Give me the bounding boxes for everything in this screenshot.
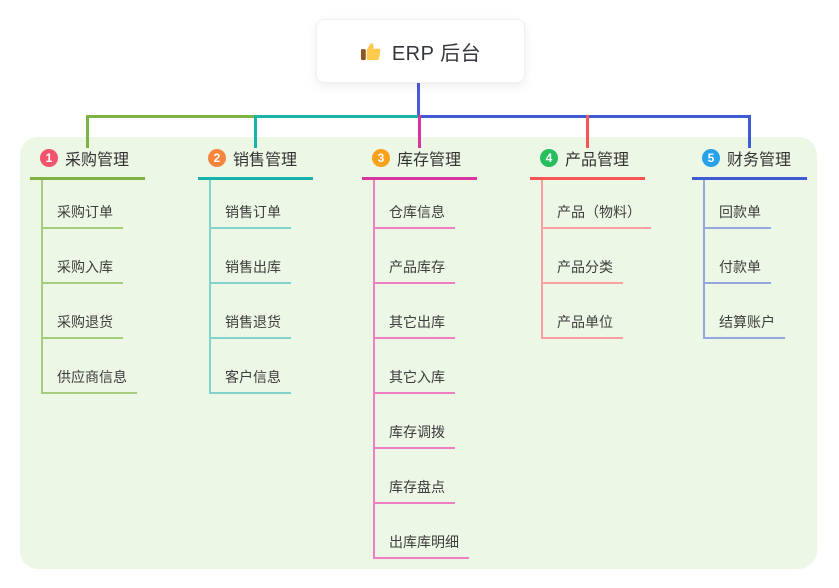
child-node[interactable]: 产品分类	[541, 257, 623, 284]
child-node[interactable]: 产品库存	[373, 257, 455, 284]
branch-title-label: 产品管理	[565, 152, 630, 169]
branch-5-spine	[703, 177, 705, 339]
connector-horizontal-right	[418, 115, 751, 118]
child-node[interactable]: 销售订单	[209, 202, 291, 229]
child-node[interactable]: 库存盘点	[373, 477, 455, 504]
child-node[interactable]: 客户信息	[209, 367, 291, 394]
child-node[interactable]: 产品单位	[541, 312, 623, 339]
branch-title-label: 财务管理	[727, 152, 792, 169]
branch-3-spine	[373, 177, 375, 559]
child-node[interactable]: 其它入库	[373, 367, 455, 394]
child-node[interactable]: 供应商信息	[41, 367, 137, 394]
thumbs-up-icon	[360, 40, 383, 63]
root-node-label: ERP 后台	[391, 42, 482, 65]
mindmap-panel	[20, 137, 817, 569]
child-node[interactable]: 采购入库	[41, 257, 123, 284]
child-node[interactable]: 销售出库	[209, 257, 291, 284]
child-node[interactable]: 销售退货	[209, 312, 291, 339]
branch-number-badge: 5	[702, 149, 720, 167]
branch-1-spine	[41, 177, 43, 394]
connector-horizontal-left	[86, 115, 257, 118]
branch-number-badge: 4	[540, 149, 558, 167]
branch-3-title[interactable]: 3 库存管理	[362, 146, 477, 180]
branch-5-title[interactable]: 5 财务管理	[692, 146, 807, 180]
branch-title-label: 库存管理	[397, 152, 462, 169]
branch-number-badge: 3	[372, 149, 390, 167]
connector-horizontal-mid	[254, 115, 421, 118]
root-node[interactable]: ERP 后台	[316, 19, 525, 83]
child-node[interactable]: 产品（物料）	[541, 202, 651, 229]
child-node[interactable]: 出库库明细	[373, 532, 469, 559]
connector-drop-branch-4	[586, 115, 589, 148]
branch-2-spine	[209, 177, 211, 394]
connector-root-stem	[417, 81, 420, 118]
branch-1-title[interactable]: 1 采购管理	[30, 146, 145, 180]
child-node[interactable]: 付款单	[703, 257, 771, 284]
branch-2-title[interactable]: 2 销售管理	[198, 146, 313, 180]
branch-number-badge: 2	[208, 149, 226, 167]
connector-drop-branch-3	[418, 115, 421, 148]
child-node[interactable]: 结算账户	[703, 312, 785, 339]
child-node[interactable]: 仓库信息	[373, 202, 455, 229]
branch-title-label: 销售管理	[233, 152, 298, 169]
branch-4-spine	[541, 177, 543, 339]
branch-4-title[interactable]: 4 产品管理	[530, 146, 645, 180]
child-node[interactable]: 回款单	[703, 202, 771, 229]
connector-drop-branch-2	[254, 115, 257, 148]
connector-drop-branch-5	[748, 115, 751, 148]
connector-drop-branch-1	[86, 115, 89, 148]
branch-title-label: 采购管理	[65, 152, 130, 169]
child-node[interactable]: 其它出库	[373, 312, 455, 339]
child-node[interactable]: 采购订单	[41, 202, 123, 229]
child-node[interactable]: 库存调拨	[373, 422, 455, 449]
child-node[interactable]: 采购退货	[41, 312, 123, 339]
branch-number-badge: 1	[40, 149, 58, 167]
